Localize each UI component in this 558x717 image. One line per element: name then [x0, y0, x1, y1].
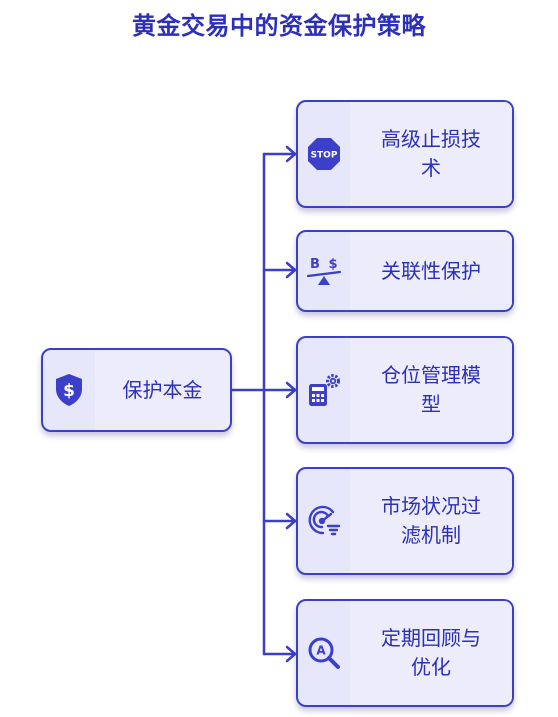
child-label-area: 仓位管理模型 — [350, 338, 512, 442]
child-node-correlation: B $ 关联性保护 — [296, 230, 514, 312]
root-icon-area: $ — [43, 350, 95, 430]
svg-text:STOP: STOP — [311, 151, 338, 161]
arrow-head — [285, 261, 297, 279]
child-icon-area: A — [298, 601, 350, 705]
child-label: 仓位管理模型 — [381, 363, 481, 416]
arrow-head — [285, 145, 297, 163]
svg-text:$: $ — [328, 257, 337, 272]
root-node: $ 保护本金 — [41, 348, 232, 432]
child-label: 关联性保护 — [381, 258, 481, 283]
arrow-head — [285, 381, 297, 399]
child-label-area: 高级止损技术 — [350, 102, 512, 206]
child-icon-area — [298, 338, 350, 442]
child-node-periodic-review: A 定期回顾与优化 — [296, 599, 514, 707]
diagram-title: 黄金交易中的资金保护策略 — [132, 12, 426, 40]
arrow-head — [285, 645, 297, 663]
svg-text:$: $ — [63, 381, 75, 401]
stop-sign-icon: STOP — [308, 138, 340, 170]
calculator-gear-icon — [309, 374, 340, 406]
svg-text:A: A — [316, 644, 326, 658]
arrow-head — [285, 512, 297, 530]
currency-balance-icon: B $ — [306, 257, 342, 285]
child-label-area: 市场状况过滤机制 — [350, 469, 512, 573]
child-icon-area: B $ — [298, 232, 350, 310]
search-review-icon: A — [308, 637, 340, 669]
root-label-area: 保护本金 — [95, 350, 230, 430]
svg-text:B: B — [310, 257, 320, 272]
child-label-area: 关联性保护 — [350, 232, 512, 310]
child-node-market-filter: 市场状况过滤机制 — [296, 467, 514, 575]
child-node-stop-loss: STOP 高级止损技术 — [296, 100, 514, 208]
child-icon-area — [298, 469, 350, 573]
radar-filter-icon — [308, 505, 341, 536]
child-label: 市场状况过滤机制 — [381, 494, 481, 547]
root-label: 保护本金 — [122, 377, 203, 402]
child-label: 高级止损技术 — [381, 127, 481, 180]
child-label-area: 定期回顾与优化 — [350, 601, 512, 705]
child-icon-area: STOP — [298, 102, 350, 206]
child-label: 定期回顾与优化 — [381, 626, 481, 679]
child-node-position-sizing: 仓位管理模型 — [296, 336, 514, 444]
shield-dollar-icon: $ — [56, 374, 82, 406]
